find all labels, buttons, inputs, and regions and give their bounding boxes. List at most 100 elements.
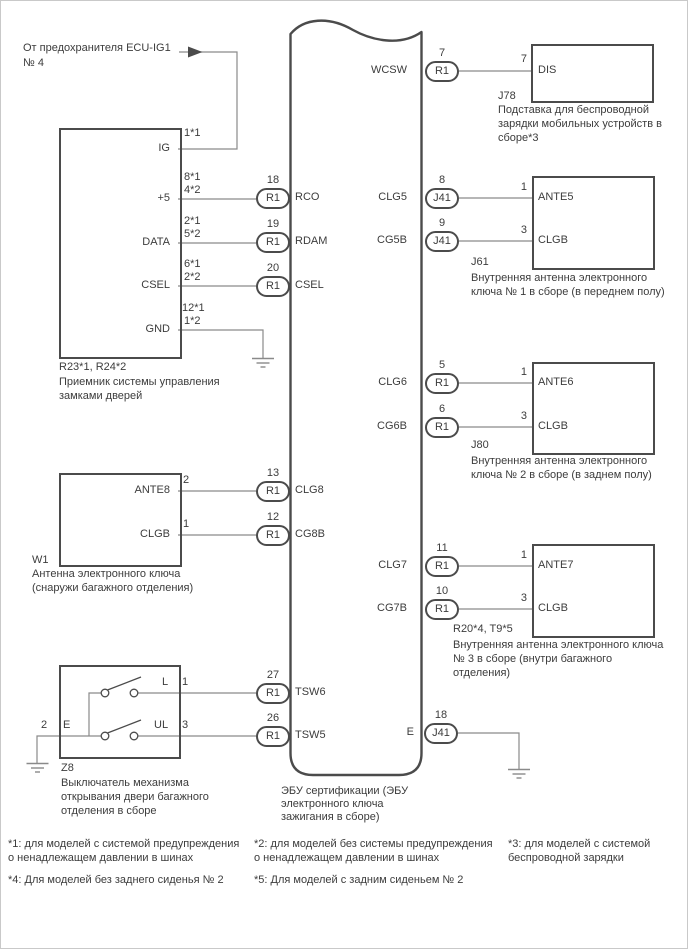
ante6-caption-2: ключа № 2 в сборе (в заднем полу) (471, 469, 652, 481)
ante7-name-1: ANTE7 (538, 559, 574, 571)
footnote-4: *4: Для моделей без заднего сиденья № 2 (8, 874, 224, 886)
receiver-pin-data: DATA (142, 236, 170, 248)
connector-oval-clg8: R1 (256, 480, 290, 502)
footnote-3-line1: *3: для моделей с системой (508, 838, 651, 850)
footnote-5: *5: Для моделей с задним сиденьем № 2 (254, 874, 464, 886)
ecu-pin-name-clg5: CLG5 (378, 191, 407, 203)
z8-code: Z8 (61, 762, 74, 774)
z8-pin-2: 2 (41, 719, 48, 731)
z8-caption-2: открывания двери багажного (61, 791, 209, 803)
ecu-pin-name-cg6b: CG6B (377, 420, 407, 432)
ground-symbol-receiver (252, 357, 274, 368)
ecu-pin-name-wcsw: WCSW (370, 64, 407, 76)
ante7-box (532, 544, 655, 638)
receiver-note-gnd-1: 12*1 (182, 302, 205, 314)
ecu-pin-name-e: E (406, 726, 414, 738)
dis-caption-1: Подставка для беспроводной (498, 104, 649, 116)
switch-blade-top (107, 676, 142, 691)
ecu-pin-num-clg8: 13 (266, 467, 280, 479)
ante5-name-2: CLGB (538, 234, 568, 246)
ante7-code: R20*4, T9*5 (453, 623, 513, 635)
connector-oval-csel: R1 (256, 275, 290, 297)
ecu-pin-num-cg7b: 10 (435, 585, 449, 597)
footnote-2-line1: *2: для моделей без системы предупрежден… (254, 838, 493, 850)
ecu-pin-num-rdam: 19 (266, 218, 280, 230)
ante5-caption-2: ключа № 1 в сборе (в переднем полу) (471, 286, 665, 298)
ecu-pin-num-csel: 20 (266, 262, 280, 274)
connector-oval-rdam: R1 (256, 231, 290, 253)
footnote-1-line1: *1: для моделей с системой предупреждени… (8, 838, 240, 850)
receiver-note-csel-2: 2*2 (184, 271, 201, 283)
dis-name: DIS (538, 64, 557, 76)
fuse-note-line2: № 4 (23, 57, 44, 69)
ecu-pin-num-e: 18 (434, 709, 448, 721)
ecu-pin-num-cg5b: 9 (438, 217, 446, 229)
z8-name-l: L (162, 676, 169, 688)
ante5-code: J61 (471, 256, 489, 268)
z8-name-ul: UL (154, 719, 169, 731)
ecu-pin-name-cg7b: CG7B (377, 602, 407, 614)
w1-caption-2: (снаружи багажного отделения) (32, 582, 194, 594)
connector-oval-rco: R1 (256, 187, 290, 209)
ecu-pin-num-wcsw: 7 (438, 47, 446, 59)
w1-pin-1: 2 (183, 474, 190, 486)
w1-name-2: CLGB (140, 528, 170, 540)
receiver-note-data-1: 2*1 (184, 215, 201, 227)
ecu-pin-name-clg8: CLG8 (295, 484, 324, 496)
dis-code: J78 (498, 90, 516, 102)
connector-oval-clg7: R1 (425, 555, 459, 577)
ecu-caption-3: зажигания в сборе) (281, 811, 380, 823)
w1-caption-1: Антенна электронного ключа (32, 568, 181, 580)
ecu-pin-name-clg7: CLG7 (378, 559, 407, 571)
ecu-pin-name-cg5b: CG5B (377, 234, 407, 246)
footnote-3-line2: беспроводной зарядки (508, 852, 624, 864)
ecu-pin-name-rdam: RDAM (295, 235, 328, 247)
w1-name-1: ANTE8 (134, 484, 170, 496)
z8-name-e: E (63, 719, 71, 731)
dis-caption-2: зарядки мобильных устройств в (498, 118, 662, 130)
w1-code: W1 (32, 554, 49, 566)
ecu-pin-name-tsw5: TSW5 (295, 729, 326, 741)
ante5-pin-2: 3 (520, 224, 527, 236)
ante6-code: J80 (471, 439, 489, 451)
receiver-note-data-2: 5*2 (184, 228, 201, 240)
z8-pin-1: 1 (182, 676, 189, 688)
ecu-pin-name-rco: RCO (295, 191, 320, 203)
ecu-pin-name-clg6: CLG6 (378, 376, 407, 388)
ante6-pin-2: 3 (520, 410, 527, 422)
ante7-pin-1: 1 (520, 549, 527, 561)
w1-box (59, 473, 182, 567)
receiver-note-gnd-2: 1*2 (184, 315, 201, 327)
connector-oval-cg6b: R1 (425, 416, 459, 438)
ecu-pin-num-tsw5: 26 (266, 712, 280, 724)
ante7-pin-2: 3 (520, 592, 527, 604)
wire-gnd (178, 329, 264, 358)
ecu-pin-num-clg7: 11 (436, 542, 448, 554)
receiver-pin-gnd: GND (145, 323, 170, 335)
ecu-pin-num-cg6b: 6 (438, 403, 446, 415)
ante6-name-1: ANTE6 (538, 376, 574, 388)
ecu-caption-1: ЭБУ сертификации (ЭБУ (281, 785, 409, 797)
wire-ig-feed (178, 51, 238, 150)
receiver-note-p5-1: 8*1 (184, 171, 201, 183)
receiver-note-ig: 1*1 (184, 127, 201, 139)
z8-caption-3: отделения в сборе (61, 805, 157, 817)
ecu-pin-num-clg5: 8 (438, 174, 446, 186)
z8-caption-1: Выключатель механизма (61, 777, 189, 789)
connector-oval-tsw5: R1 (256, 725, 290, 747)
receiver-pin-p5: +5 (157, 192, 170, 204)
ecu-pin-num-cg8b: 12 (266, 511, 280, 523)
footnote-1-line2: о ненадлежащем давлении в шинах (8, 852, 194, 864)
arrow-head (188, 46, 203, 58)
ground-symbol-e (508, 768, 530, 779)
receiver-code: R23*1, R24*2 (59, 361, 127, 373)
receiver-pin-csel: CSEL (141, 279, 170, 291)
fuse-note-line1: От предохранителя ECU-IG1 (23, 42, 171, 54)
ante6-pin-1: 1 (520, 366, 527, 378)
dis-pin-7: 7 (520, 53, 527, 65)
ground-symbol-z8 (26, 762, 49, 773)
wire-e-ground (458, 732, 520, 769)
receiver-note-p5-2: 4*2 (184, 184, 201, 196)
